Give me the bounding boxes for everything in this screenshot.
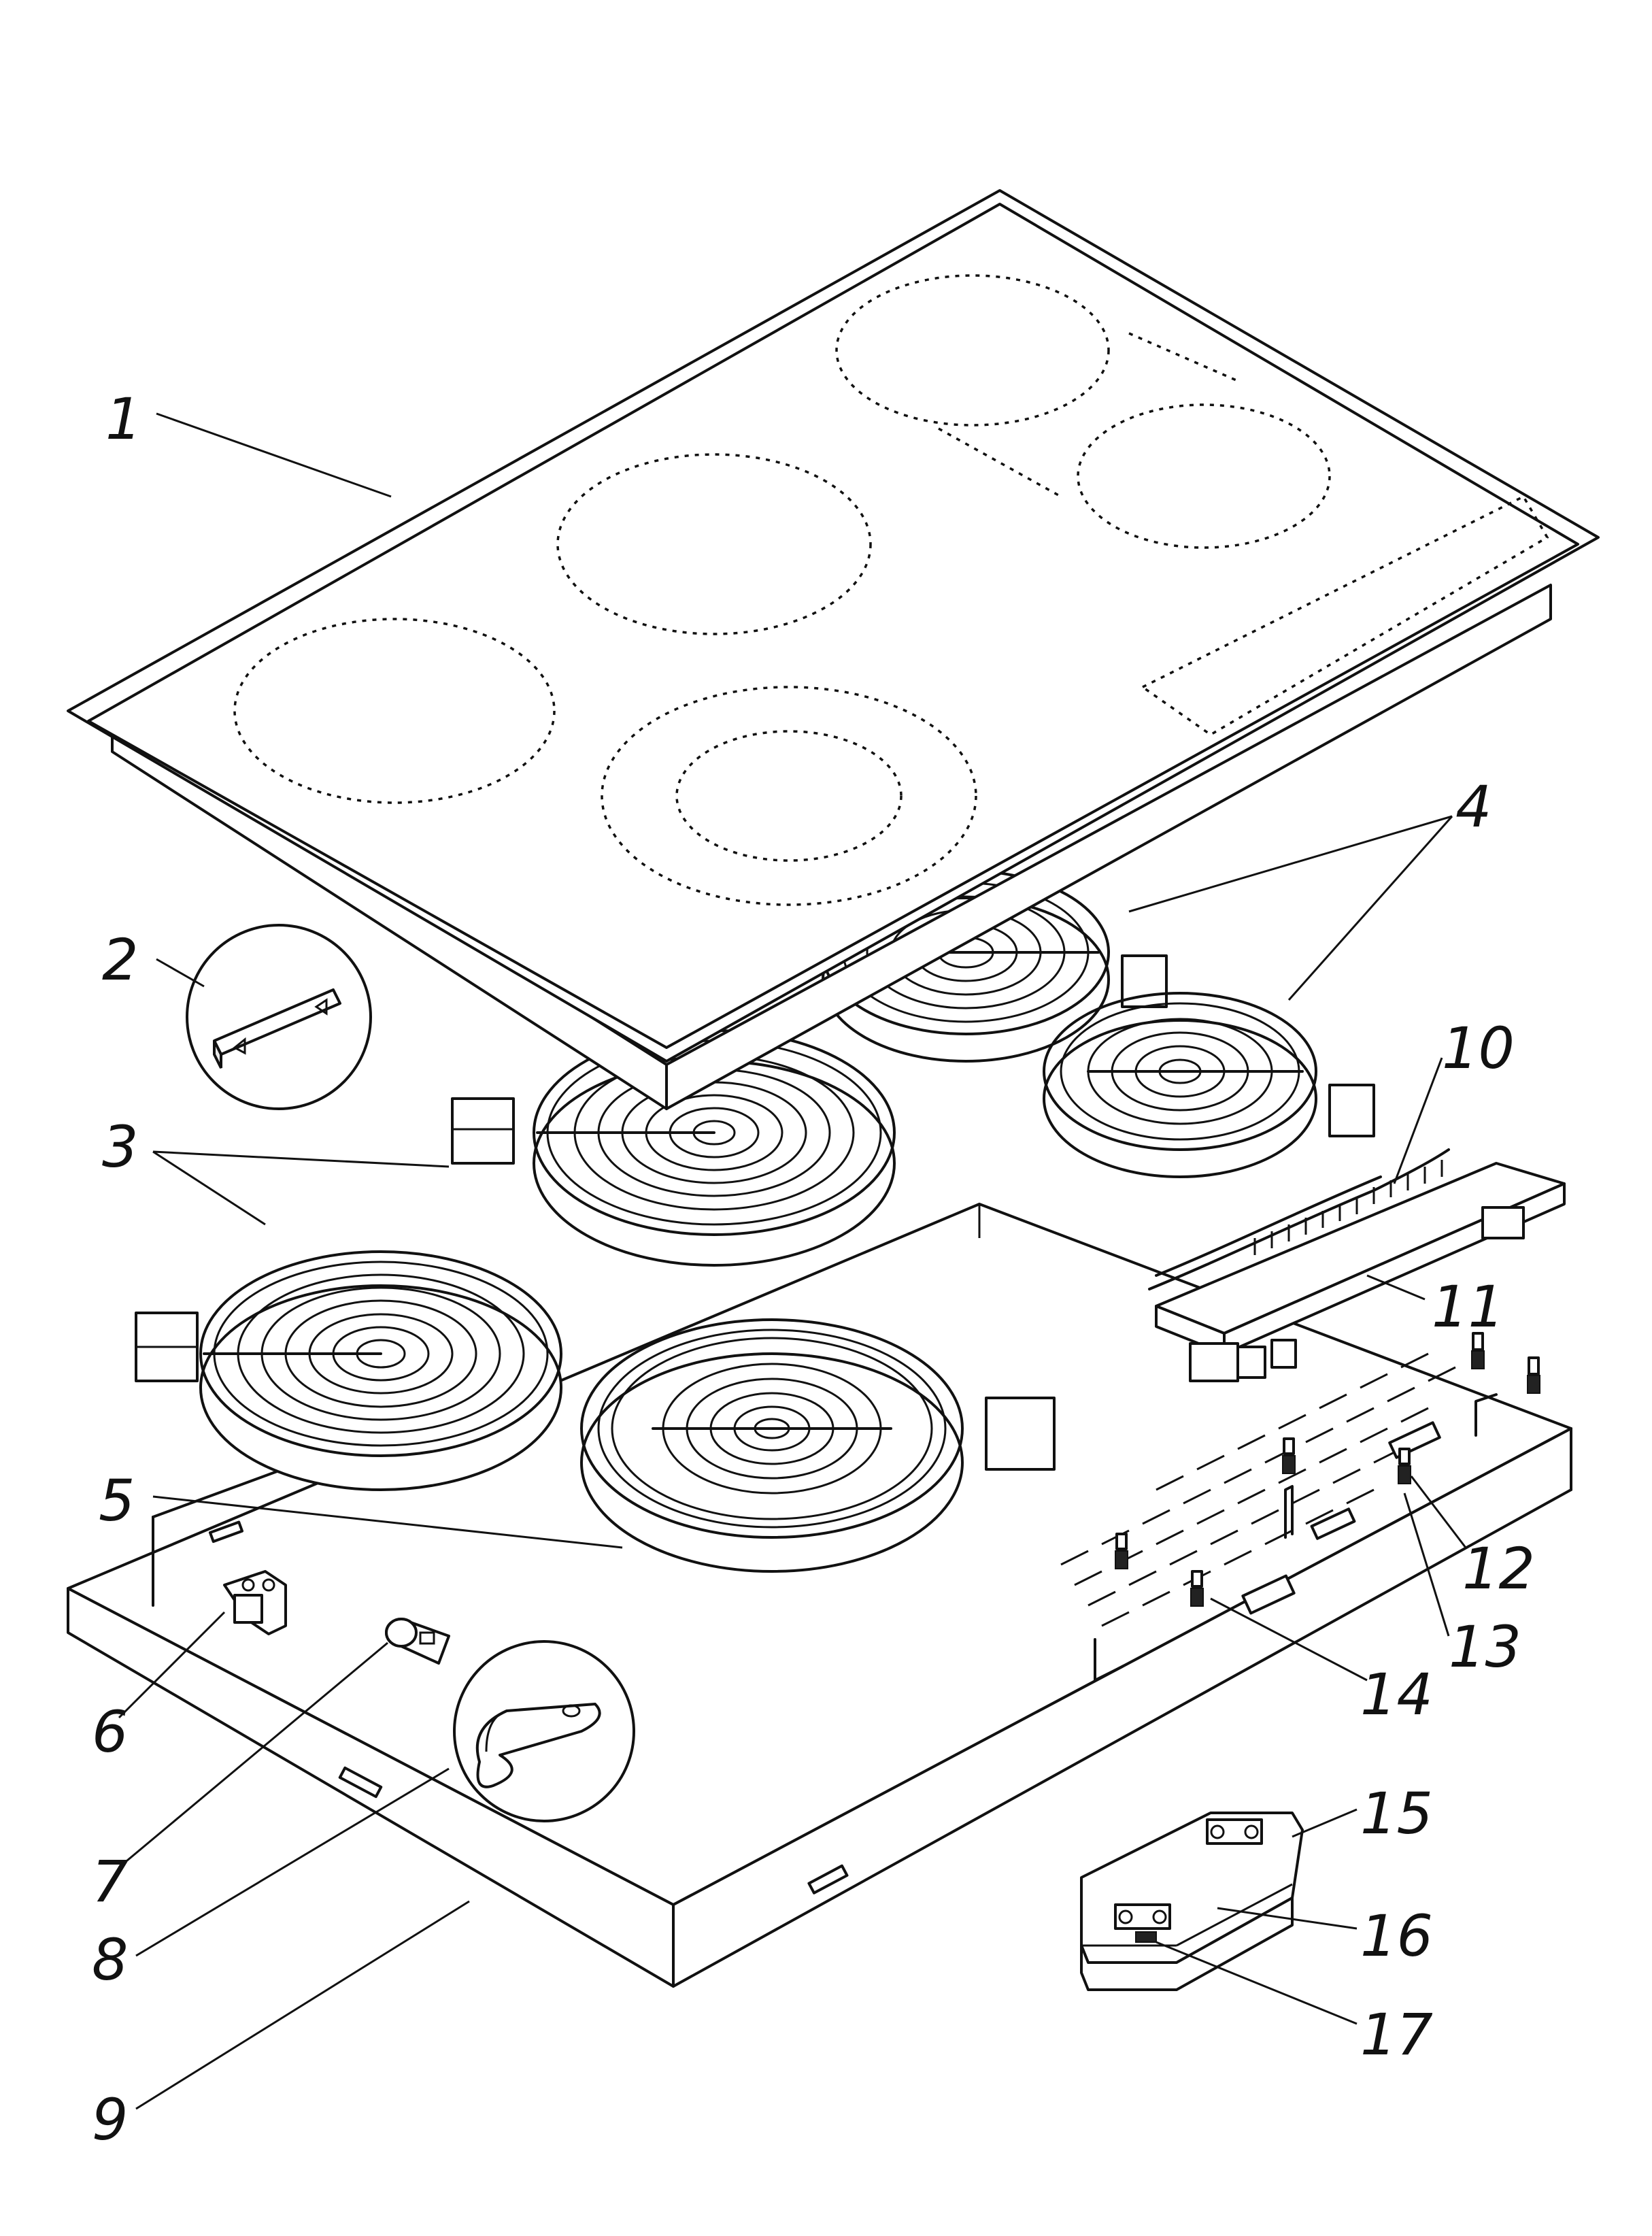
callout-16: 16: [1360, 1903, 1433, 1969]
heating-element-right-2: [1043, 992, 1375, 1178]
control-strip-detail: [186, 924, 372, 1110]
callout-4: 4: [1455, 773, 1491, 840]
callout-5: 5: [99, 1467, 135, 1534]
glass-ceramic-top: [67, 189, 1600, 1110]
callout-7: 7: [92, 1848, 128, 1915]
callout-6: 6: [92, 1699, 128, 1765]
callout-14: 14: [1360, 1661, 1433, 1728]
callout-9: 9: [92, 2086, 128, 2153]
clip-detail: [453, 1640, 635, 1822]
callout-11: 11: [1432, 1273, 1504, 1340]
control-board: [1148, 1148, 1566, 1382]
callout-10: 10: [1442, 1015, 1515, 1082]
callout-8: 8: [92, 1926, 128, 1993]
heating-element-front-left: [135, 1250, 562, 1491]
screw-set: [1115, 1332, 1540, 1607]
leader-lines: [118, 412, 1467, 2110]
callout-3: 3: [102, 1114, 138, 1180]
callout-1: 1: [105, 386, 141, 452]
callout-17: 17: [1360, 2001, 1433, 2068]
callout-2: 2: [102, 927, 138, 993]
callout-13: 13: [1449, 1614, 1521, 1680]
callout-labels: 1 2 3 4 5 6 7 8 9 10 11 12 13 14 15 16 1…: [92, 386, 1535, 2153]
cable-clamp: [223, 1570, 287, 1635]
grommet: [385, 1618, 450, 1665]
terminal-block: [1080, 1812, 1304, 1991]
callout-12: 12: [1462, 1535, 1535, 1602]
heating-element-front-right: [580, 1318, 1056, 1573]
callout-15: 15: [1360, 1780, 1433, 1847]
heating-element-rear-left: [451, 1029, 896, 1267]
